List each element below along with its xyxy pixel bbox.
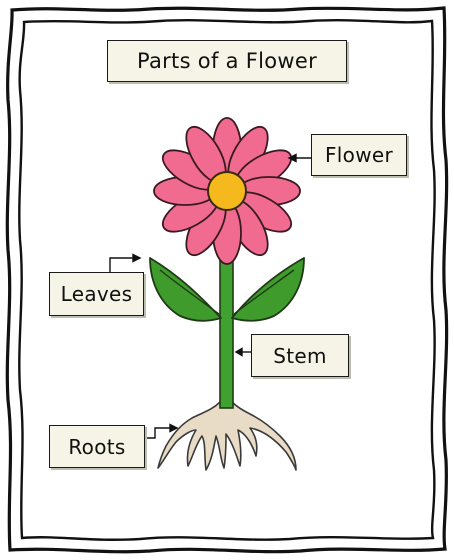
leaves (149, 257, 305, 322)
roots-pointer (145, 427, 172, 439)
petals (153, 117, 301, 265)
flower-label: Flower (311, 134, 407, 176)
leaves-pointer (109, 257, 135, 272)
inner-frame (18, 19, 436, 541)
outer-frame (5, 6, 449, 554)
flower-center (207, 171, 247, 211)
roots-label: Roots (49, 425, 145, 468)
diagram-title: Parts of a Flower (107, 40, 347, 82)
stem-label: Stem (251, 334, 349, 377)
pointer-arrows (109, 153, 311, 439)
roots (157, 401, 297, 471)
leaves-label: Leaves (49, 272, 144, 316)
